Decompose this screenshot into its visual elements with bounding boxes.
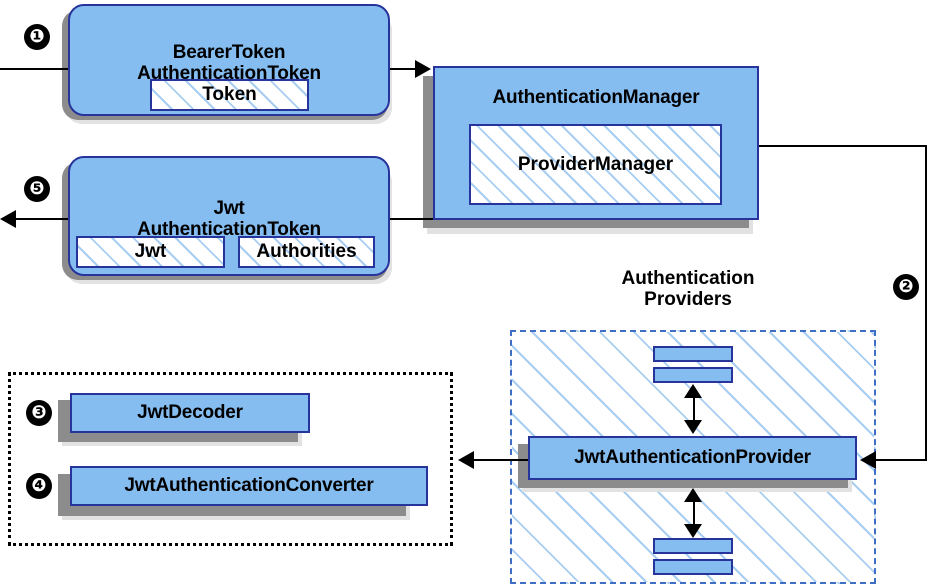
jwt-decoder-label: JwtDecoder (137, 401, 243, 423)
jwt-token-title-line2: AuthenticationToken (137, 219, 321, 240)
step-badge-3: ❸ (26, 400, 52, 426)
jwt-support-container (8, 372, 453, 546)
connector-bearer-to-manager (390, 68, 423, 70)
jwt-provider-title: JwtAuthenticationProvider (574, 446, 811, 468)
connector-manager-out-v (925, 145, 927, 460)
provider-placeholder-bar-bottom-2 (653, 559, 733, 575)
inner-box-provider-manager: ProviderManager (469, 124, 722, 205)
inner-box-token: Token (150, 79, 309, 111)
connector-manager-to-jwt-token (388, 218, 433, 220)
provider-placeholder-bar-top-2 (653, 367, 733, 383)
node-jwt-authentication-provider[interactable]: JwtAuthenticationProvider (528, 436, 857, 480)
arrowhead-bottom-up (684, 488, 702, 502)
bearer-token-title-line2: AuthenticationToken (137, 63, 321, 84)
connector-into-providers (872, 459, 927, 461)
arrowhead-bearer-to-manager (415, 60, 431, 78)
connector-provider-up-down-top (693, 390, 695, 428)
connector-provider-up-down-bottom (693, 494, 695, 532)
arrowhead-into-providers (860, 451, 876, 469)
arrowhead-top-up (684, 384, 702, 398)
node-jwt-decoder[interactable]: JwtDecoder (70, 393, 310, 433)
connector-provider-to-support (474, 459, 532, 461)
provider-placeholder-bar-bottom-1 (653, 538, 733, 554)
jwt-converter-label: JwtAuthenticationConverter (124, 474, 374, 496)
providers-caption-line1: Authentication (621, 268, 755, 289)
step-badge-4: ❹ (26, 473, 52, 499)
provider-placeholder-bar-top-1 (653, 346, 733, 362)
jwt-token-title-line1: Jwt (213, 198, 245, 220)
arrowhead-bottom-down (684, 524, 702, 538)
bearer-token-title-line1: BearerToken (172, 42, 286, 64)
authentication-manager-title: AuthenticationManager (492, 87, 700, 108)
step-badge-2: ❷ (893, 274, 919, 300)
providers-caption-line2: Providers (644, 289, 732, 311)
inner-box-authorities: Authorities (238, 236, 375, 268)
node-jwt-authentication-converter[interactable]: JwtAuthenticationConverter (70, 466, 428, 506)
step-badge-5: ❺ (24, 176, 50, 202)
arrowhead-response-out (0, 210, 16, 228)
authentication-providers-caption: Authentication Providers (560, 268, 816, 311)
step-badge-1: ❶ (24, 24, 50, 50)
connector-manager-out-h (757, 145, 927, 147)
arrowhead-provider-to-support (458, 451, 474, 469)
arrowhead-top-down (684, 420, 702, 434)
inner-box-jwt: Jwt (76, 236, 225, 268)
connector-request-in (0, 68, 72, 70)
